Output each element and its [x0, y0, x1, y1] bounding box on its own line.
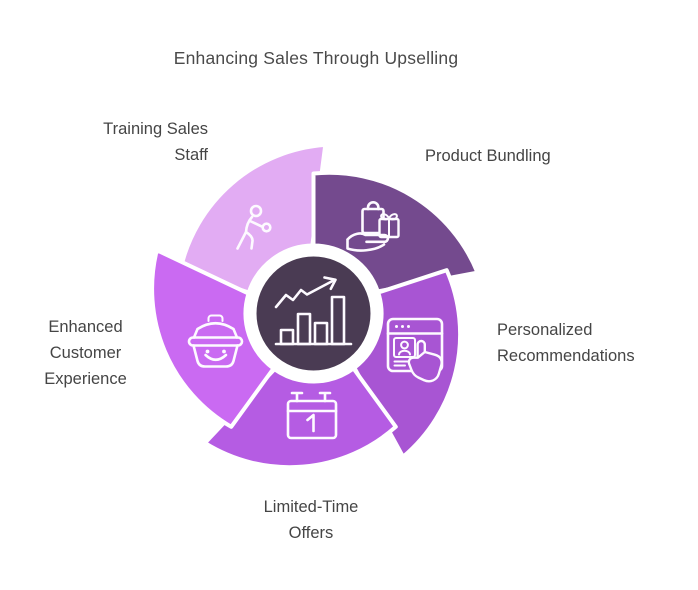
center-hub [252, 252, 375, 375]
label-limited-time-offers: Limited-Time Offers [263, 498, 359, 542]
label-personalized-recommendations: Personalized Recommendations [497, 321, 635, 365]
label-product-bundling: Product Bundling [425, 147, 551, 165]
center-circle [252, 252, 375, 375]
segment-training-sales-staff [178, 142, 328, 295]
growth-chart-icon [274, 276, 353, 346]
label-enhanced-customer-experience: Enhanced Customer Experience [44, 318, 127, 388]
calendar-day1-icon [286, 391, 338, 440]
segment-training-shape [178, 142, 328, 295]
boxer-training-icon [236, 204, 272, 250]
label-training-sales-staff: Training Sales Staff [103, 120, 208, 164]
segment-product-bundling [311, 170, 480, 294]
segment-enhanced-customer-experience [150, 248, 276, 429]
hand-gift-bag-icon [346, 201, 400, 252]
page-title: Enhancing Sales Through Upselling [173, 48, 459, 68]
browser-profile-tap-icon [386, 317, 444, 383]
smiley-basket-icon [187, 314, 244, 368]
